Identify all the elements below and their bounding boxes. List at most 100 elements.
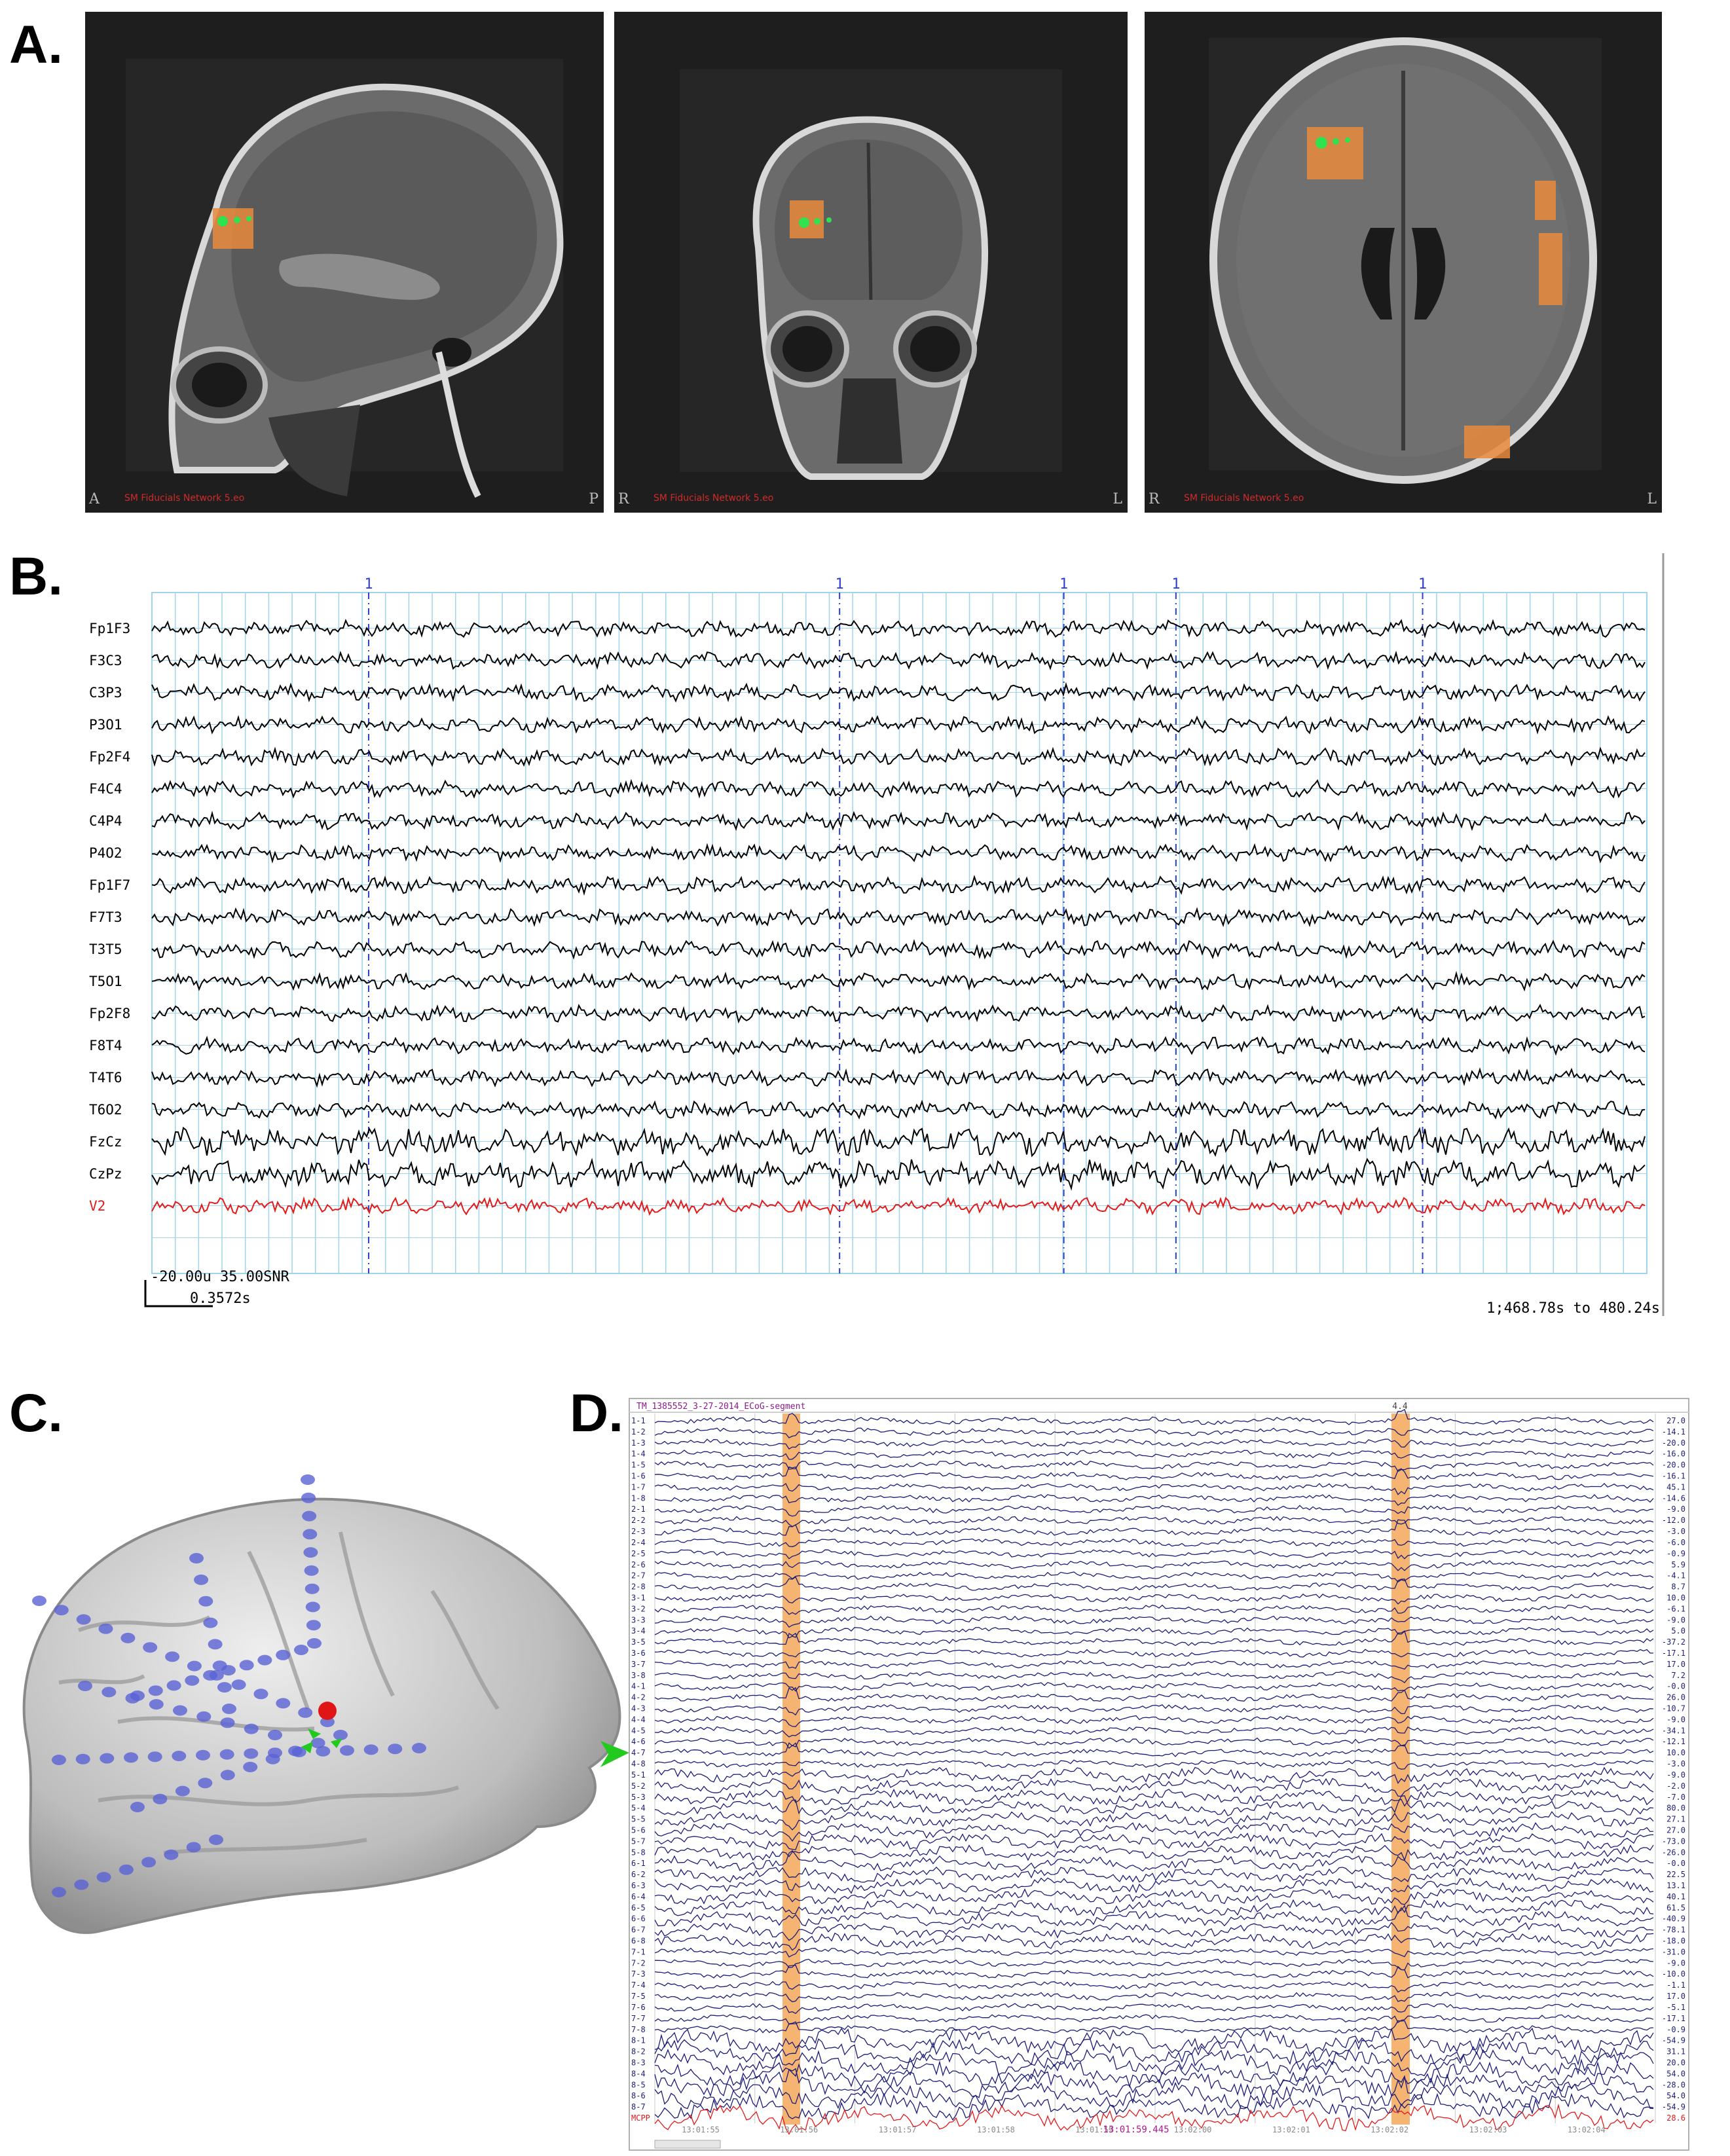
- ecog-channel-value: -4.1: [1666, 1571, 1685, 1580]
- ecog-channel-labels: 1-11-21-31-41-51-61-71-82-12-22-32-42-52…: [631, 1416, 650, 2123]
- ecog-scrollbar[interactable]: [654, 2140, 721, 2149]
- ecog-channel-label: 6-7: [631, 1926, 646, 1935]
- electrode: [185, 1675, 200, 1686]
- electrode: [303, 1547, 318, 1558]
- electrode-grid: [32, 1474, 426, 1897]
- electrode: [265, 1753, 280, 1764]
- eeg-b-channel-label: C3P3: [89, 685, 122, 701]
- ecog-time-tick: 13:01:55: [682, 2125, 720, 2134]
- electrode: [203, 1617, 218, 1628]
- eeg-b-channel-label: Fp2F4: [89, 749, 130, 765]
- eeg-b-trace: [151, 811, 1646, 831]
- eeg-b-trace: [151, 1035, 1646, 1056]
- ecog-channel-value: 31.1: [1666, 2047, 1685, 2056]
- electrode: [209, 1835, 223, 1845]
- ecog-channel-label: 4-1: [631, 1682, 646, 1691]
- ecog-channel-value: 10.0: [1666, 1593, 1685, 1602]
- ecog-channel-value: -26.0: [1662, 1848, 1685, 1857]
- electrode: [320, 1717, 335, 1727]
- ecog-channel-value: -12.1: [1662, 1737, 1685, 1746]
- ecog-channel-value: -10.0: [1662, 1969, 1685, 1979]
- ecog-trace: [654, 1505, 1654, 1517]
- ecog-trace: [654, 1788, 1654, 1807]
- eeg-b-trace: [151, 1126, 1646, 1158]
- ecog-channel-value: -17.1: [1662, 1649, 1685, 1658]
- ecog-channel-value: 7.2: [1671, 1671, 1685, 1680]
- ecog-grid: [654, 1414, 1656, 2123]
- eeg-b-channel-label: F7T3: [89, 909, 122, 925]
- ecog-trace: [654, 2038, 1654, 2066]
- ecog-channel-value: -16.0: [1662, 1450, 1685, 1459]
- eeg-b-channel-label: Fp1F7: [89, 877, 130, 893]
- ecog-channel-value: -54.9: [1662, 2036, 1685, 2045]
- eeg-b-trace: [151, 875, 1646, 896]
- ecog-trace: [654, 1649, 1654, 1658]
- ecog-channel-value: -20.0: [1662, 1438, 1685, 1448]
- ecog-channel-label: 4-4: [631, 1715, 646, 1724]
- electrode: [124, 1752, 138, 1763]
- ecog-trace: [654, 1671, 1654, 1683]
- eeg-b-channel-label: T5O1: [89, 974, 122, 989]
- electrode: [333, 1730, 348, 1740]
- ecog-channel-value: -78.1: [1662, 1926, 1685, 1935]
- electrode: [212, 1660, 227, 1672]
- panel-label-a: A.: [9, 15, 63, 75]
- ecog-trace: [654, 1427, 1654, 1438]
- ecog-channel-label: 2-1: [631, 1505, 646, 1514]
- ecog-channel-label: 8-1: [631, 2036, 646, 2045]
- ecog-channel-label: 6-3: [631, 1881, 646, 1890]
- ecog-trace: [654, 1576, 1654, 1592]
- ecog-channel-value: 61.5: [1666, 1903, 1685, 1912]
- electrode: [187, 1660, 202, 1672]
- ecog-channel-value: 54.0: [1666, 2091, 1685, 2100]
- ecog-traces: [654, 1408, 1654, 2135]
- ecog-channel-value: -1.1: [1666, 1981, 1685, 1990]
- eeg-b-trace: [151, 1196, 1646, 1216]
- eeg-b-channel-label: F8T4: [89, 1038, 122, 1053]
- eeg-b-trace: [151, 714, 1646, 735]
- eeg-b-trace: [151, 682, 1646, 703]
- ecog-channel-value: 8.7: [1671, 1582, 1685, 1592]
- ecog-trace: [654, 1604, 1654, 1615]
- electrode: [120, 1632, 136, 1643]
- ecog-channel-label: 4-6: [631, 1737, 646, 1746]
- ecog-trace: [654, 2068, 1654, 2098]
- electrode: [253, 1689, 268, 1700]
- ecog-trace: [654, 1932, 1654, 1951]
- ecog-trace: [654, 1822, 1654, 1842]
- electrode: [130, 1802, 145, 1812]
- ecog-trace: [654, 1687, 1654, 1702]
- electrode: [220, 1717, 235, 1728]
- electrode: [294, 1645, 308, 1655]
- ecog-trace: [654, 1726, 1654, 1738]
- eeg-b-time-range: 1;468.78s to 480.24s: [1486, 1300, 1660, 1316]
- ecog-channel-value: -0.0: [1666, 1682, 1685, 1691]
- ecog-trace: [654, 1482, 1654, 1495]
- ecog-channel-value: 20.0: [1666, 2058, 1685, 2067]
- mri-axial-left-label: R: [1149, 491, 1160, 507]
- electrode: [363, 1744, 378, 1755]
- electrode: [268, 1730, 282, 1740]
- eeg-b-trace: [151, 1004, 1646, 1024]
- mri-axial-right-label: L: [1647, 491, 1657, 507]
- mri-sagittal: A P SM Fiducials Network 5.eo: [85, 12, 604, 513]
- ecog-time-tick: 13:01:58: [977, 2125, 1015, 2134]
- ecog-trace: [654, 1450, 1654, 1460]
- electrode: [173, 1705, 187, 1716]
- eeg-b-trace: [151, 1158, 1646, 1191]
- ecog-channel-values: 27.0-14.1-20.0-16.0-20.0-16.145.1-14.6-9…: [1662, 1416, 1685, 2123]
- ecog-trace: [654, 2060, 1654, 2089]
- ecog-channel-value: 27.0: [1666, 1825, 1685, 1835]
- electrode: [305, 1601, 320, 1613]
- ecog-channel-label: 3-5: [631, 1637, 646, 1647]
- ecog-channel-value: 17.0: [1666, 1992, 1685, 2001]
- ecog-channel-label: 6-5: [631, 1903, 646, 1912]
- ecog-channel-label: 3-8: [631, 1671, 646, 1680]
- ecog-trace: [654, 1594, 1654, 1605]
- mri-axial-caption: SM Fiducials Network 5.eo: [1184, 493, 1304, 503]
- ecog-channel-label: 3-3: [631, 1615, 646, 1624]
- electrode: [208, 1639, 223, 1650]
- ecog-channel-label: 3-6: [631, 1649, 646, 1658]
- ecog-channel-label: 1-7: [631, 1482, 646, 1491]
